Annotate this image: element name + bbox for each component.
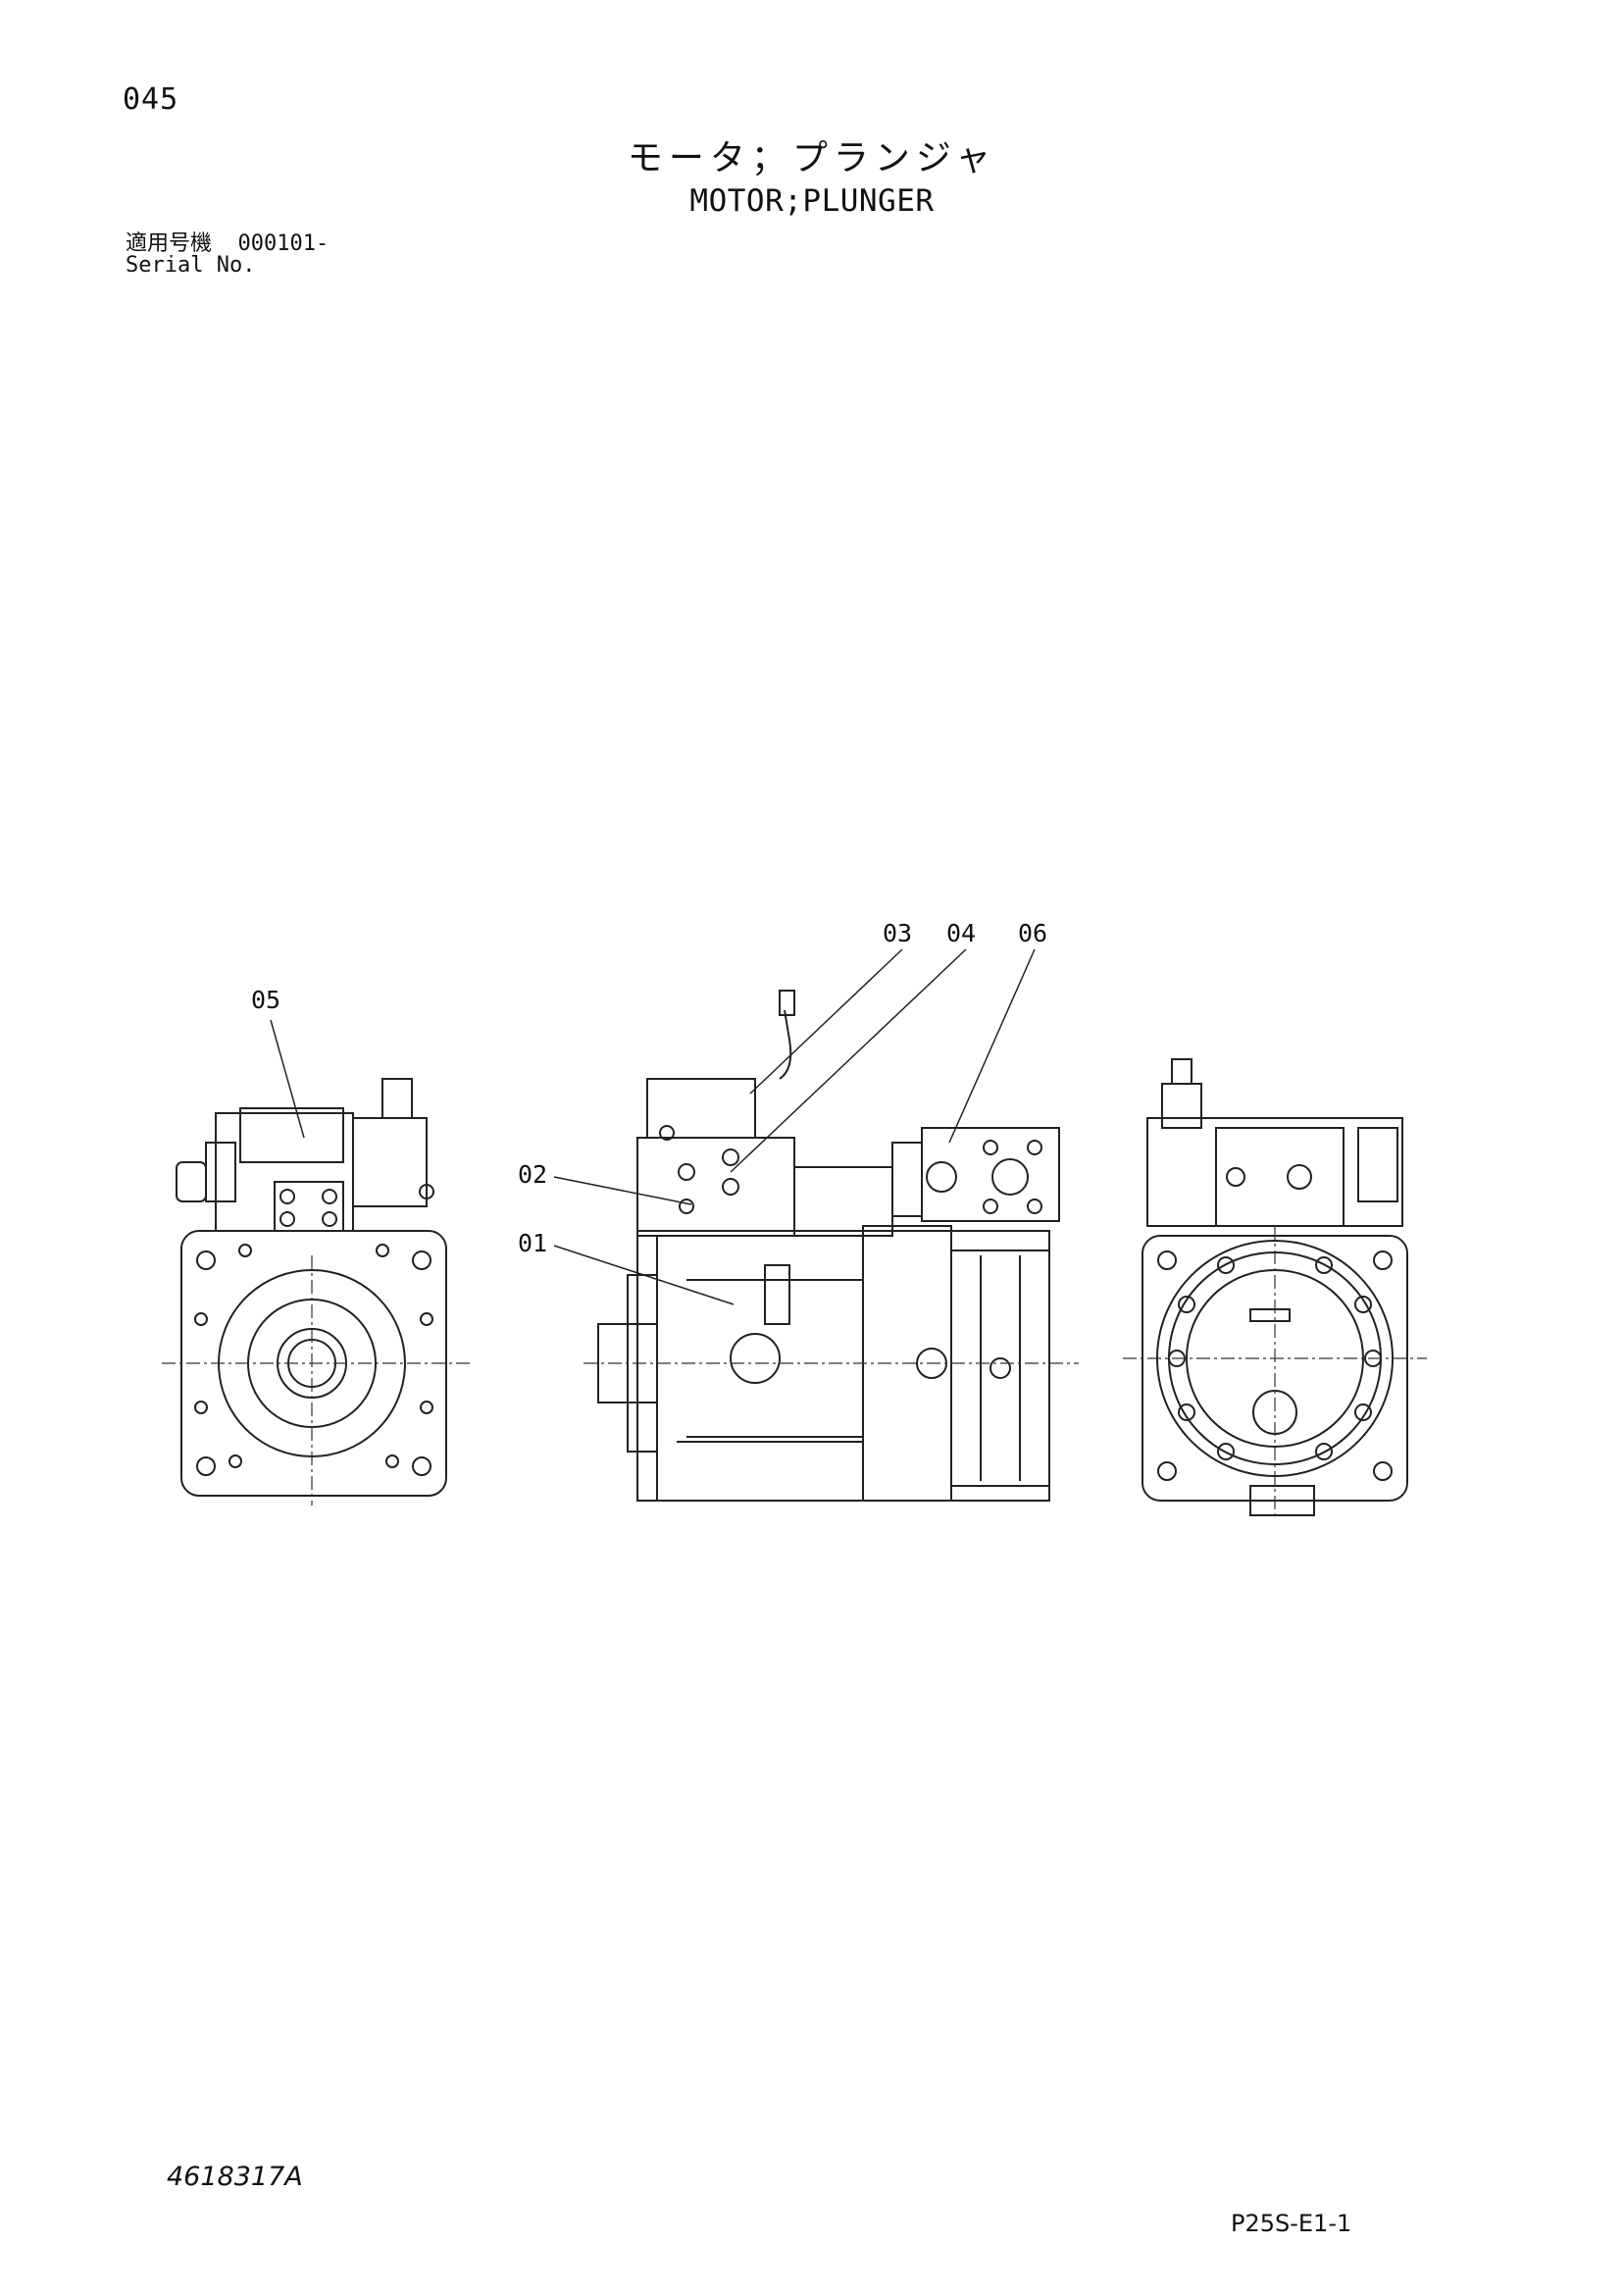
page-code: P25S-E1-1: [1231, 2210, 1352, 2237]
leader-line-02: [553, 1176, 692, 1205]
serial-info: 適用号機 000101- Serial No.: [126, 233, 329, 277]
center-view: [597, 990, 1060, 1502]
page-title-japanese: モータ；プランジャ: [627, 138, 997, 179]
serial-value: 000101-: [237, 231, 330, 256]
callout-06: 06: [1018, 919, 1048, 947]
leader-line-06: [948, 948, 1036, 1144]
serial-label-japanese: 適用号機: [126, 231, 213, 256]
leader-line-03: [749, 948, 903, 1095]
page-number: 045: [123, 82, 179, 117]
callout-04: 04: [946, 919, 977, 947]
leader-line-01: [553, 1245, 735, 1305]
callout-03: 03: [883, 919, 913, 947]
callout-05: 05: [251, 986, 281, 1014]
callout-02: 02: [518, 1160, 548, 1189]
drawing-number: 4618317A: [167, 2162, 303, 2192]
serial-label-english: Serial No.: [126, 253, 256, 278]
leader-line-04: [730, 948, 967, 1173]
leader-line-05: [270, 1019, 305, 1139]
page-title-english: MOTOR;PLUNGER: [689, 183, 935, 219]
callout-01: 01: [518, 1229, 548, 1257]
